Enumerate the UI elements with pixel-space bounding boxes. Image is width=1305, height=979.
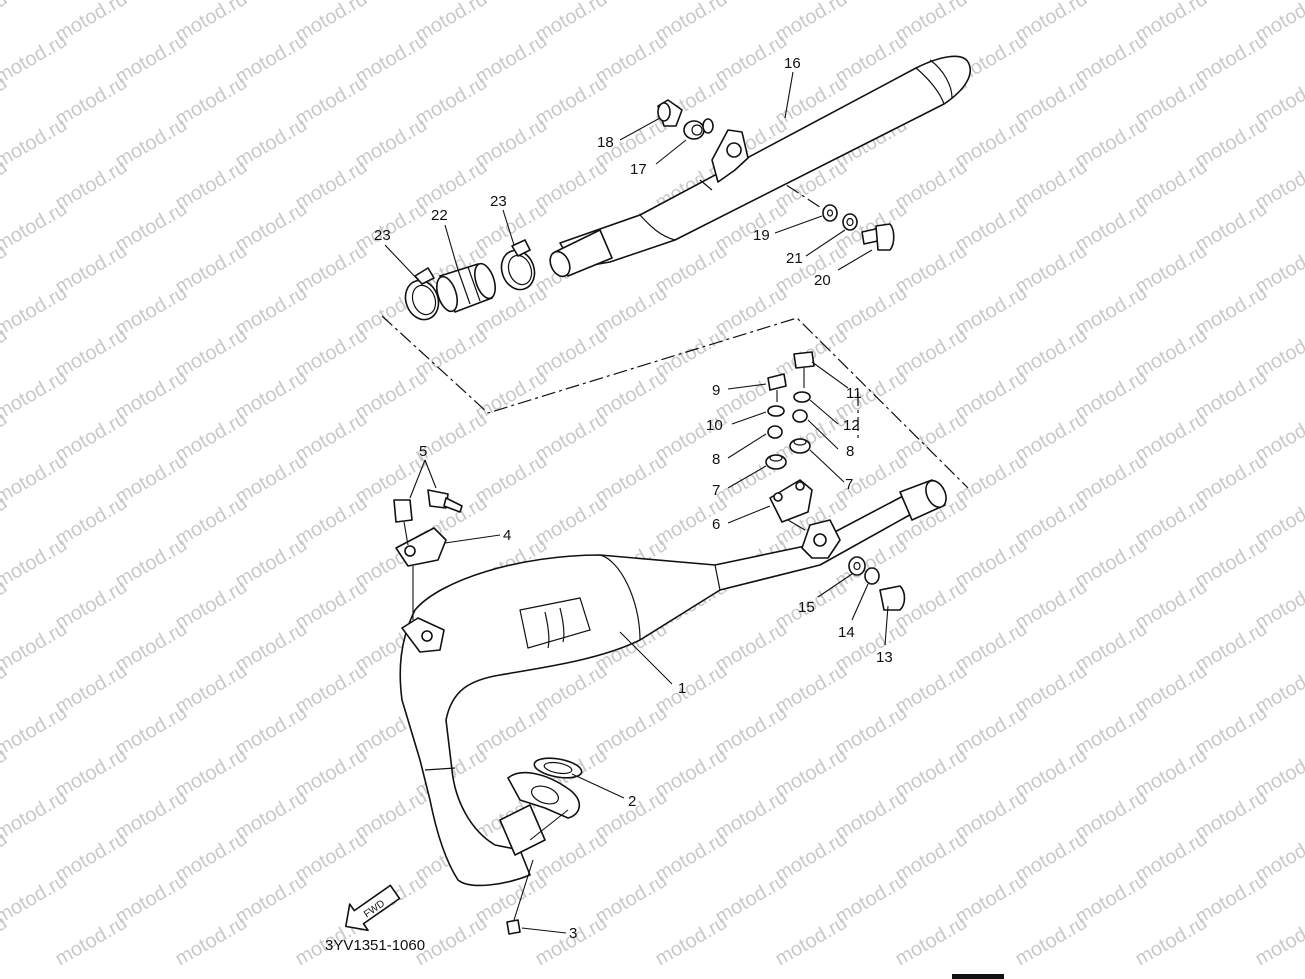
callout-23: 23 — [490, 193, 507, 210]
stay-6 — [769, 479, 813, 531]
callout-12: 12 — [843, 417, 860, 434]
watermark-text: motod.ru — [0, 0, 11, 46]
callout-3: 3 — [569, 925, 577, 942]
callout-2: 2 — [628, 793, 636, 810]
watermark-text: motod.ru — [0, 282, 71, 341]
callout-labels: 16 18 17 23 22 23 19 21 20 9 11 10 12 8 … — [374, 55, 893, 942]
callout-22: 22 — [431, 207, 448, 224]
callout-7: 7 — [845, 476, 853, 493]
joint-22 — [435, 262, 497, 313]
bolt-11 — [793, 351, 815, 388]
washer-10 — [767, 405, 785, 417]
watermark-text: motod.ru — [1252, 912, 1305, 971]
stud-3 — [506, 859, 534, 935]
callout-23: 23 — [374, 227, 391, 244]
leader-lines — [384, 71, 889, 934]
callout-8: 8 — [846, 443, 854, 460]
watermark-text: motod.ru — [0, 366, 71, 425]
damper-7-left — [765, 454, 787, 470]
bolt-5-right — [427, 489, 463, 513]
collar-8-right — [792, 409, 808, 423]
watermark-text: motod.ru — [0, 618, 71, 677]
callout-1: 1 — [678, 680, 686, 697]
watermark-text: motod.ru — [52, 912, 131, 971]
bush-18 — [657, 99, 683, 127]
watermark-text: motod.ru — [0, 30, 71, 89]
callout-7: 7 — [712, 482, 720, 499]
silencer — [549, 55, 971, 278]
callout-16: 16 — [784, 55, 801, 72]
watermark-text: motod.ru — [1132, 912, 1211, 971]
bolt-13 — [879, 585, 906, 611]
watermark-text: motod.ru — [0, 702, 71, 761]
exhaust-pipe — [399, 479, 947, 887]
watermark-text: motod.ru — [0, 450, 71, 509]
callout-4: 4 — [503, 527, 511, 544]
callout-17: 17 — [630, 161, 647, 178]
watermark-text: motod.ru — [0, 114, 71, 173]
clamp-23-left — [404, 267, 440, 321]
watermark-text: motod.ru — [0, 534, 71, 593]
washer-15 — [848, 556, 866, 576]
callout-6: 6 — [712, 516, 720, 533]
collar-8-left — [767, 425, 783, 439]
callout-14: 14 — [838, 624, 855, 641]
clamp-23-right — [500, 239, 536, 291]
callout-20: 20 — [814, 272, 831, 289]
watermark-text: motod.ru — [892, 912, 971, 971]
gasket-2 — [533, 757, 583, 779]
callout-9: 9 — [712, 382, 720, 399]
callout-11: 11 — [846, 385, 862, 402]
watermark-text: motod.ru — [0, 0, 71, 4]
bolt-9 — [767, 373, 787, 402]
corner-mark — [952, 974, 1004, 979]
watermark-text: motod.ru — [772, 912, 851, 971]
assembly-guide-lines — [381, 157, 969, 489]
watermark-text: motod.ru — [0, 870, 71, 929]
watermark-text: motod.ru — [0, 786, 71, 845]
callout-21: 21 — [786, 250, 803, 267]
damper-7-right — [789, 438, 811, 454]
bolt-20 — [861, 223, 895, 251]
watermark-text: motod.ru — [0, 198, 71, 257]
callout-10: 10 — [706, 417, 723, 434]
watermark-text: motod.ru — [172, 912, 251, 971]
watermark-text: motod.ru — [1012, 912, 1091, 971]
grommet-17 — [683, 118, 714, 140]
callout-15: 15 — [798, 599, 815, 616]
bracket-4 — [395, 527, 447, 620]
callout-8: 8 — [712, 451, 720, 468]
spring-washer-21 — [842, 213, 858, 231]
drawing-code: 3YV1351-1060 — [325, 937, 425, 954]
callout-18: 18 — [597, 134, 614, 151]
callout-13: 13 — [876, 649, 893, 666]
watermark-text: motod.ru — [652, 912, 731, 971]
bolt-5-left — [393, 499, 413, 546]
callout-19: 19 — [753, 227, 770, 244]
washer-19 — [822, 204, 838, 222]
spring-washer-14 — [864, 567, 880, 585]
washer-12 — [793, 391, 811, 403]
callout-5: 5 — [419, 443, 427, 460]
